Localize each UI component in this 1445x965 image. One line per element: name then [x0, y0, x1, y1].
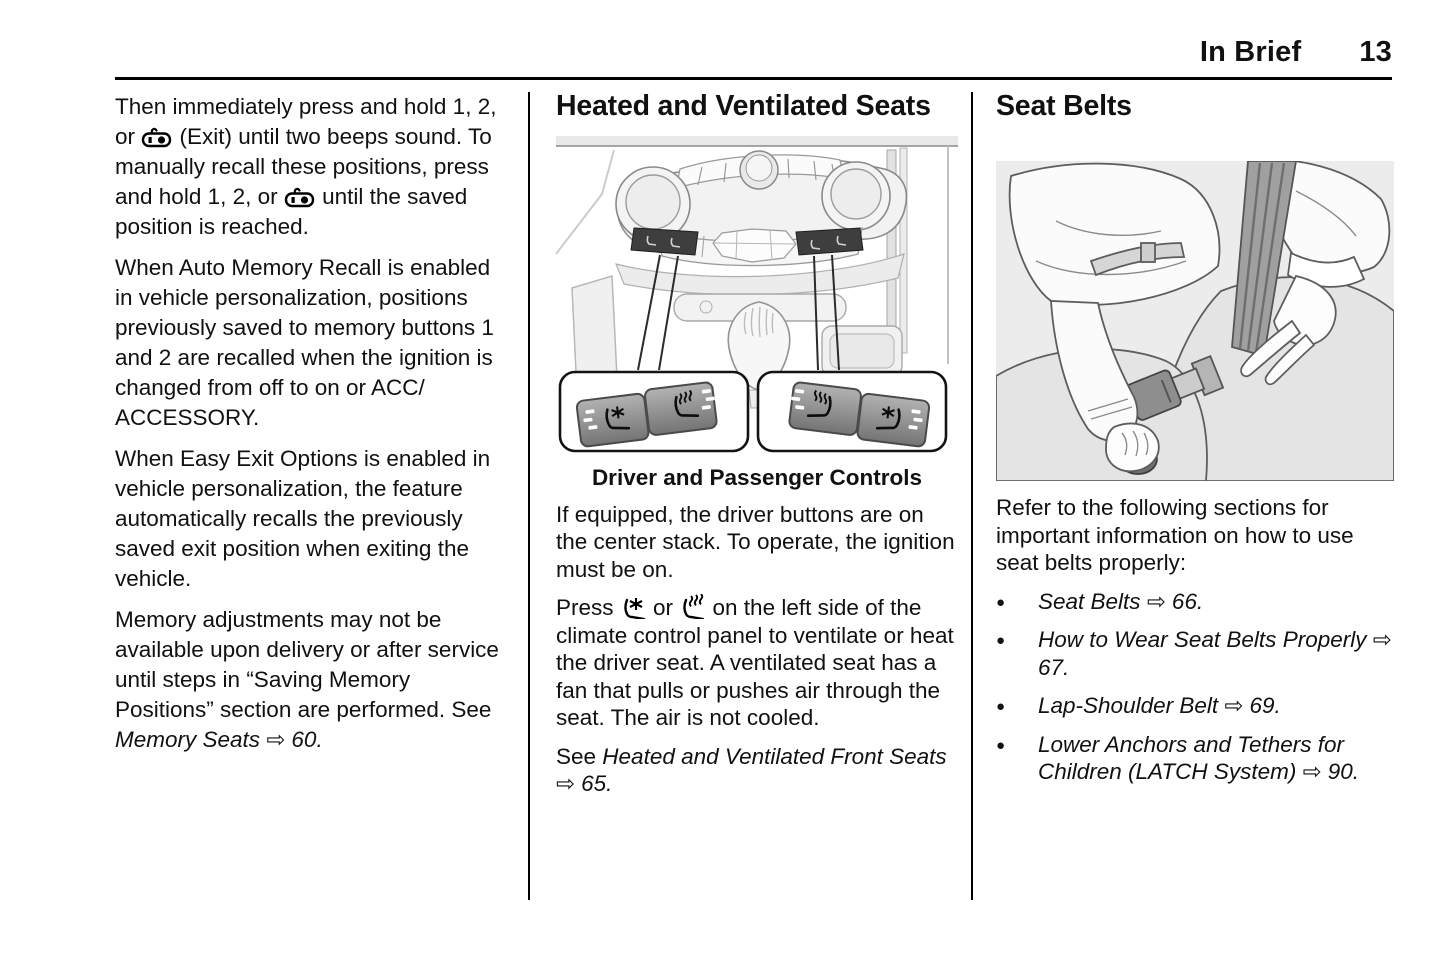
- bullet-icon: ●: [996, 632, 1006, 649]
- seat-belt-illustration: [996, 161, 1394, 481]
- memory-exit-icon: [142, 127, 172, 148]
- memory-exit-icon: [284, 187, 315, 208]
- list-item: ● Lap-Shoulder Belt ⇨ 69.: [996, 692, 1396, 720]
- paragraph: When Easy Exit Options is enabled in veh…: [115, 446, 491, 591]
- right-column: Seat Belts: [996, 88, 1396, 797]
- console-figure: Driver and Passenger Controls: [556, 136, 958, 492]
- paragraph: Refer to the following sections for impo…: [996, 495, 1354, 575]
- header-rule: [115, 77, 1392, 80]
- cross-reference: ⇨ 67.: [1038, 627, 1392, 680]
- cross-reference: ⇨ 90.: [1302, 759, 1360, 784]
- paragraph: Then immediately press and hold 1, 2, or…: [115, 94, 497, 239]
- page-number: 13: [1359, 36, 1392, 68]
- paragraph: See Heated and Ventilated Front Seats ⇨ …: [556, 743, 947, 797]
- list-item: ● Lower Anchors and Tethers for Children…: [996, 731, 1396, 786]
- section-heading: Seat Belts: [996, 90, 1132, 122]
- list-item: ● Seat Belts ⇨ 66.: [996, 588, 1396, 616]
- cross-reference: ⇨ 65.: [556, 771, 613, 796]
- heated-seat-icon: [683, 594, 705, 619]
- bullet-icon: ●: [996, 593, 1006, 611]
- ventilated-seat-icon: [624, 598, 645, 619]
- paragraph: Memory adjustments may not be available …: [115, 607, 499, 752]
- section-heading: Heated and Ventilated Seats: [556, 90, 931, 122]
- column-divider: [528, 92, 530, 900]
- console-illustration: [556, 136, 958, 453]
- paragraph: When Auto Memory Recall is enabled in ve…: [115, 255, 494, 430]
- cross-reference: ⇨ 60.: [266, 727, 323, 752]
- left-column: Then immediately press and hold 1, 2, or…: [115, 92, 511, 766]
- bullet-icon: ●: [996, 736, 1006, 754]
- cross-reference: ⇨ 66.: [1146, 588, 1204, 614]
- middle-column: Heated and Ventilated Seats: [556, 88, 958, 809]
- page-header: In Brief 13: [115, 36, 1392, 69]
- column-divider: [971, 92, 973, 900]
- list-item: ● How to Wear Seat Belts Properly ⇨ 67.: [996, 626, 1396, 681]
- seat-belt-topics-list: ● Seat Belts ⇨ 66. ● How to Wear Seat Be…: [996, 588, 1396, 786]
- bullet-icon: ●: [996, 698, 1006, 715]
- paragraph: Press or on the left side of the climate…: [556, 594, 954, 730]
- cross-reference: ⇨ 69.: [1224, 693, 1281, 718]
- section-title: In Brief: [1199, 36, 1302, 68]
- paragraph: If equipped, the driver buttons are on t…: [556, 501, 955, 582]
- seat-belt-figure: [996, 161, 1396, 481]
- figure-caption: Driver and Passenger Controls: [591, 465, 923, 490]
